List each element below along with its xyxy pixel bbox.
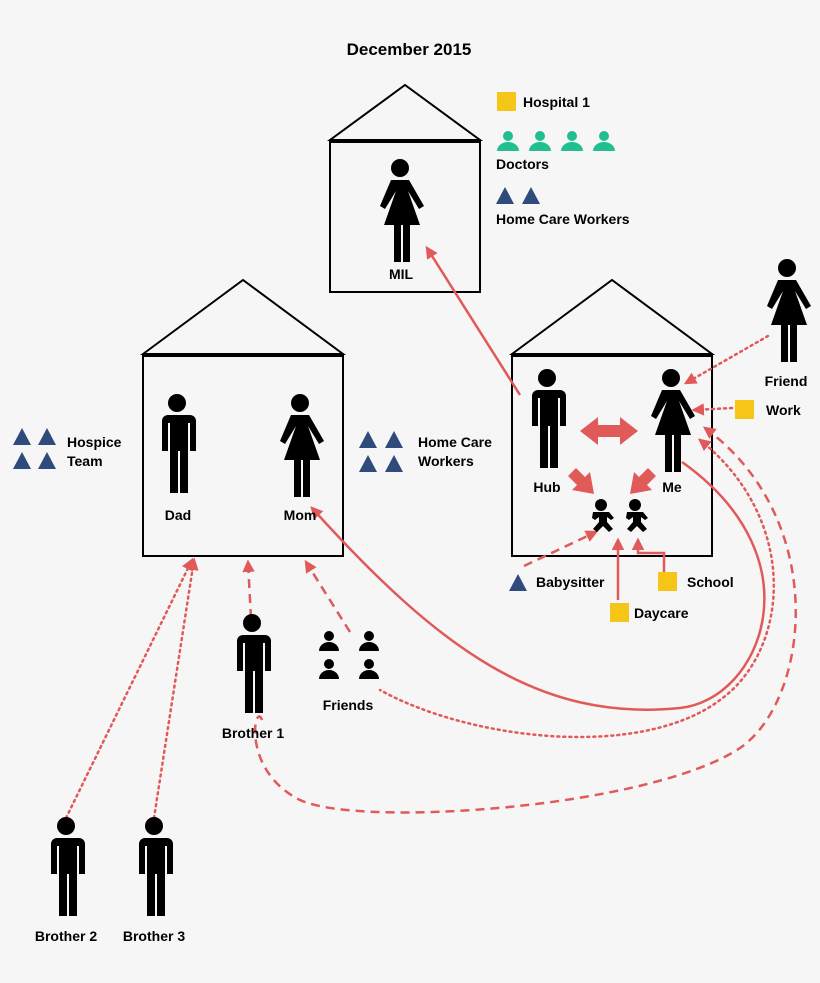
brother3-label: Brother 3 [123, 928, 185, 944]
link-babysitter-kids [523, 530, 599, 568]
friends-group-icon [319, 631, 379, 679]
home-care-parents-label-line1: Home Care [418, 434, 492, 450]
hospice-label-line1: Hospice [67, 434, 122, 450]
me-label: Me [662, 479, 682, 495]
babysitter-label: Babysitter [536, 574, 605, 590]
family-arrows [568, 417, 656, 494]
link-friend-me [683, 334, 770, 385]
diagram-title: December 2015 [347, 40, 472, 59]
our-house [508, 278, 716, 557]
mom-label: Mom [284, 507, 317, 523]
daycare-label: Daycare [634, 605, 689, 621]
home-care-mil-label: Home Care Workers [496, 211, 630, 227]
baby-icon [592, 499, 614, 532]
hub-me-double-arrow [580, 417, 638, 445]
hospital-square-icon [497, 92, 516, 111]
mom-figure [280, 394, 324, 497]
brother2-label: Brother 2 [35, 928, 97, 944]
brother1-label: Brother 1 [222, 725, 284, 741]
friend-figure [767, 259, 811, 362]
link-hub-mil [425, 245, 522, 396]
connection-lines [64, 245, 797, 820]
parents-house [139, 278, 347, 557]
hub-figure [532, 369, 566, 468]
link-friends-parents [304, 559, 352, 633]
hospice-team-icon [13, 428, 56, 469]
link-work-me [691, 403, 734, 416]
link-brother3-parents [152, 557, 199, 820]
doctors-label: Doctors [496, 156, 549, 172]
brother3-figure [139, 817, 173, 916]
brother1-figure [237, 614, 271, 713]
home-care-parents-label-line2: Workers [418, 453, 474, 469]
work-label: Work [766, 402, 801, 418]
daycare-square-icon [610, 603, 629, 622]
friends-label: Friends [323, 697, 374, 713]
school-label: School [687, 574, 734, 590]
baby-icon [626, 499, 648, 532]
dad-label: Dad [165, 507, 191, 523]
hub-kids-arrow [568, 468, 594, 494]
home-care-parents-icon [359, 431, 403, 472]
school-square-icon [658, 572, 677, 591]
me-kids-arrow [630, 468, 656, 494]
mil-figure [380, 159, 424, 262]
link-brother2-parents [64, 557, 194, 820]
link-me-mom [310, 460, 766, 711]
home-care-mil-icon [496, 187, 540, 204]
hub-label: Hub [533, 479, 560, 495]
dad-figure [162, 394, 196, 493]
mil-label: MIL [389, 266, 414, 282]
link-me-brother1 [253, 426, 797, 814]
link-school-kids [631, 537, 666, 572]
hospice-label-line2: Team [67, 453, 103, 469]
mil-house [326, 83, 484, 293]
work-square-icon [735, 400, 754, 419]
brother2-figure [51, 817, 85, 916]
hospital-label: Hospital 1 [523, 94, 590, 110]
link-me-friends [378, 438, 776, 739]
babysitter-triangle-icon [509, 574, 527, 591]
me-figure [651, 369, 695, 472]
link-brother1-parents [242, 559, 255, 619]
doctors-icon [497, 131, 615, 151]
friend-label: Friend [765, 373, 808, 389]
